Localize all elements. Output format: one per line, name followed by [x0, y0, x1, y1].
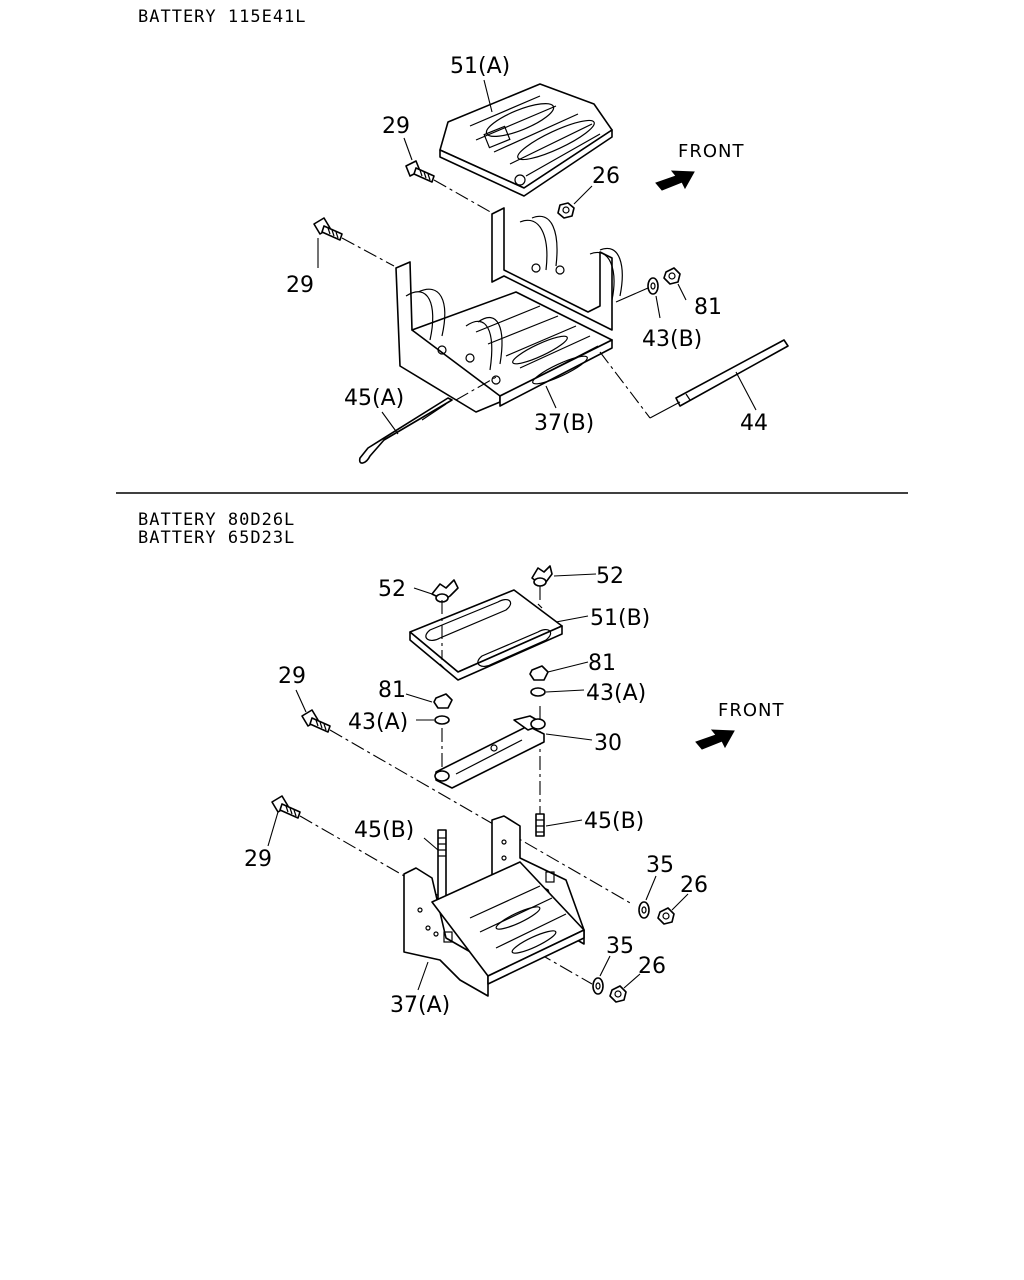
callout-45a: 45(A) — [344, 386, 404, 411]
hook-bolt-45a — [358, 375, 499, 464]
callout-26: 26 — [638, 954, 666, 979]
washer-35-lower — [592, 977, 604, 995]
callout-29: 29 — [286, 273, 314, 298]
front-arrow-icon — [655, 170, 695, 191]
section-bottom: BATTERY 80D26L BATTERY 65D23L FRONT — [138, 510, 785, 1018]
section-top: BATTERY 115E41L FRONT — [138, 7, 789, 464]
callout-26: 26 — [680, 873, 708, 898]
callout-37a: 37(A) — [390, 993, 450, 1018]
section-header: BATTERY 80D26L — [138, 510, 295, 530]
nut-81-left — [433, 693, 453, 725]
nut-26-upper — [657, 907, 675, 925]
nut-81-top — [663, 267, 681, 285]
battery-cover-a — [439, 83, 613, 197]
callout-26: 26 — [592, 164, 620, 189]
hold-down-bar-30 — [434, 715, 546, 789]
front-arrow-icon — [695, 729, 735, 750]
callout-45b: 45(B) — [354, 818, 414, 843]
callout-43a: 43(A) — [586, 681, 646, 706]
section-header: BATTERY 65D23L — [138, 528, 295, 548]
callout-81: 81 — [694, 295, 722, 320]
callout-29: 29 — [244, 847, 272, 872]
callout-81: 81 — [378, 678, 406, 703]
callout-44: 44 — [740, 411, 768, 436]
callout-51b: 51(B) — [590, 606, 650, 631]
callout-30: 30 — [594, 731, 622, 756]
nut-26-lower — [609, 985, 627, 1003]
j-bolt-45b-right — [535, 813, 545, 837]
callout-51a: 51(A) — [450, 54, 510, 79]
callout-43a: 43(A) — [348, 710, 408, 735]
nut-81-right — [529, 665, 549, 697]
callout-43b: 43(B) — [642, 327, 702, 352]
battery-tray-a — [403, 815, 585, 997]
section-header: BATTERY 115E41L — [138, 7, 307, 27]
washer-35-upper — [638, 901, 650, 919]
callout-35: 35 — [606, 934, 634, 959]
bolt-29-left — [313, 217, 343, 241]
callout-37b: 37(B) — [534, 411, 594, 436]
front-label: FRONT — [678, 141, 745, 162]
battery-tray-b — [395, 207, 623, 413]
callout-81: 81 — [588, 651, 616, 676]
front-label: FRONT — [718, 700, 785, 721]
rod-44 — [599, 339, 789, 419]
washer-43b — [647, 277, 659, 295]
bolt-29-b — [271, 795, 301, 819]
battery-cover-b — [409, 589, 563, 681]
callout-29: 29 — [382, 114, 410, 139]
callout-35: 35 — [646, 853, 674, 878]
callout-29: 29 — [278, 664, 306, 689]
wing-nut-52-right — [531, 565, 553, 587]
callout-45b: 45(B) — [584, 809, 644, 834]
nut-26-top — [557, 202, 575, 219]
callout-52: 52 — [596, 564, 624, 589]
bolt-29-a — [301, 709, 331, 733]
bolt-29-upper — [405, 160, 435, 183]
wing-nut-52-left — [431, 579, 459, 603]
callout-52: 52 — [378, 577, 406, 602]
